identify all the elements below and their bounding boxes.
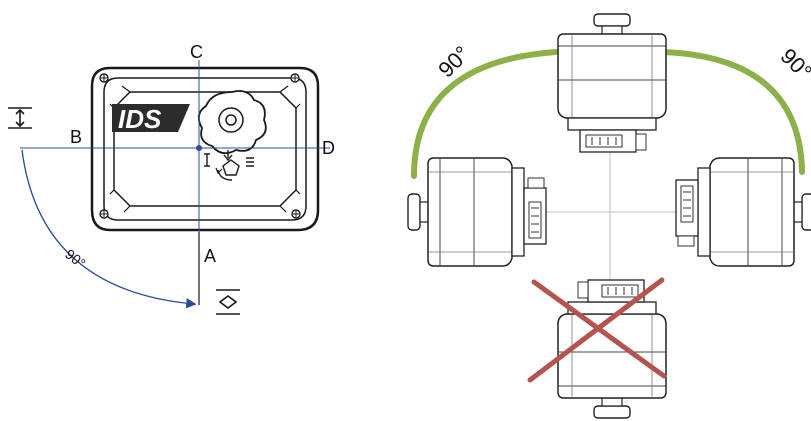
- allowed-rotation-arc-right: [661, 49, 805, 175]
- top-view-diagram: IDS C B D A: [8, 42, 335, 315]
- label-d: D: [322, 138, 335, 158]
- label-a: A: [204, 246, 216, 266]
- open-symbol-icon: [216, 289, 240, 315]
- housing-outline: [90, 66, 320, 232]
- screw-icon: [291, 209, 301, 219]
- label-b: B: [70, 127, 82, 147]
- screw-icon: [99, 73, 109, 83]
- position-indicator-icon: [204, 150, 254, 181]
- allowed-rotation-arc-left: [411, 49, 559, 179]
- mounting-orientation-diagram: 90° 90°: [407, 13, 811, 419]
- screw-icon: [290, 73, 300, 83]
- screw-icon: [99, 209, 109, 219]
- rotation-arc: [21, 149, 197, 309]
- closed-symbol-icon: [8, 107, 32, 129]
- ids-logo: IDS: [112, 104, 190, 134]
- not-allowed-cross-icon: [527, 277, 667, 383]
- logo-text: IDS: [118, 104, 162, 134]
- override-knob-icon: [197, 90, 267, 155]
- angle-label-right: 90°: [776, 43, 811, 84]
- actuator-right: [675, 157, 811, 267]
- label-c: C: [190, 42, 203, 62]
- actuator-left: [407, 157, 547, 267]
- actuator-upright: [557, 13, 667, 153]
